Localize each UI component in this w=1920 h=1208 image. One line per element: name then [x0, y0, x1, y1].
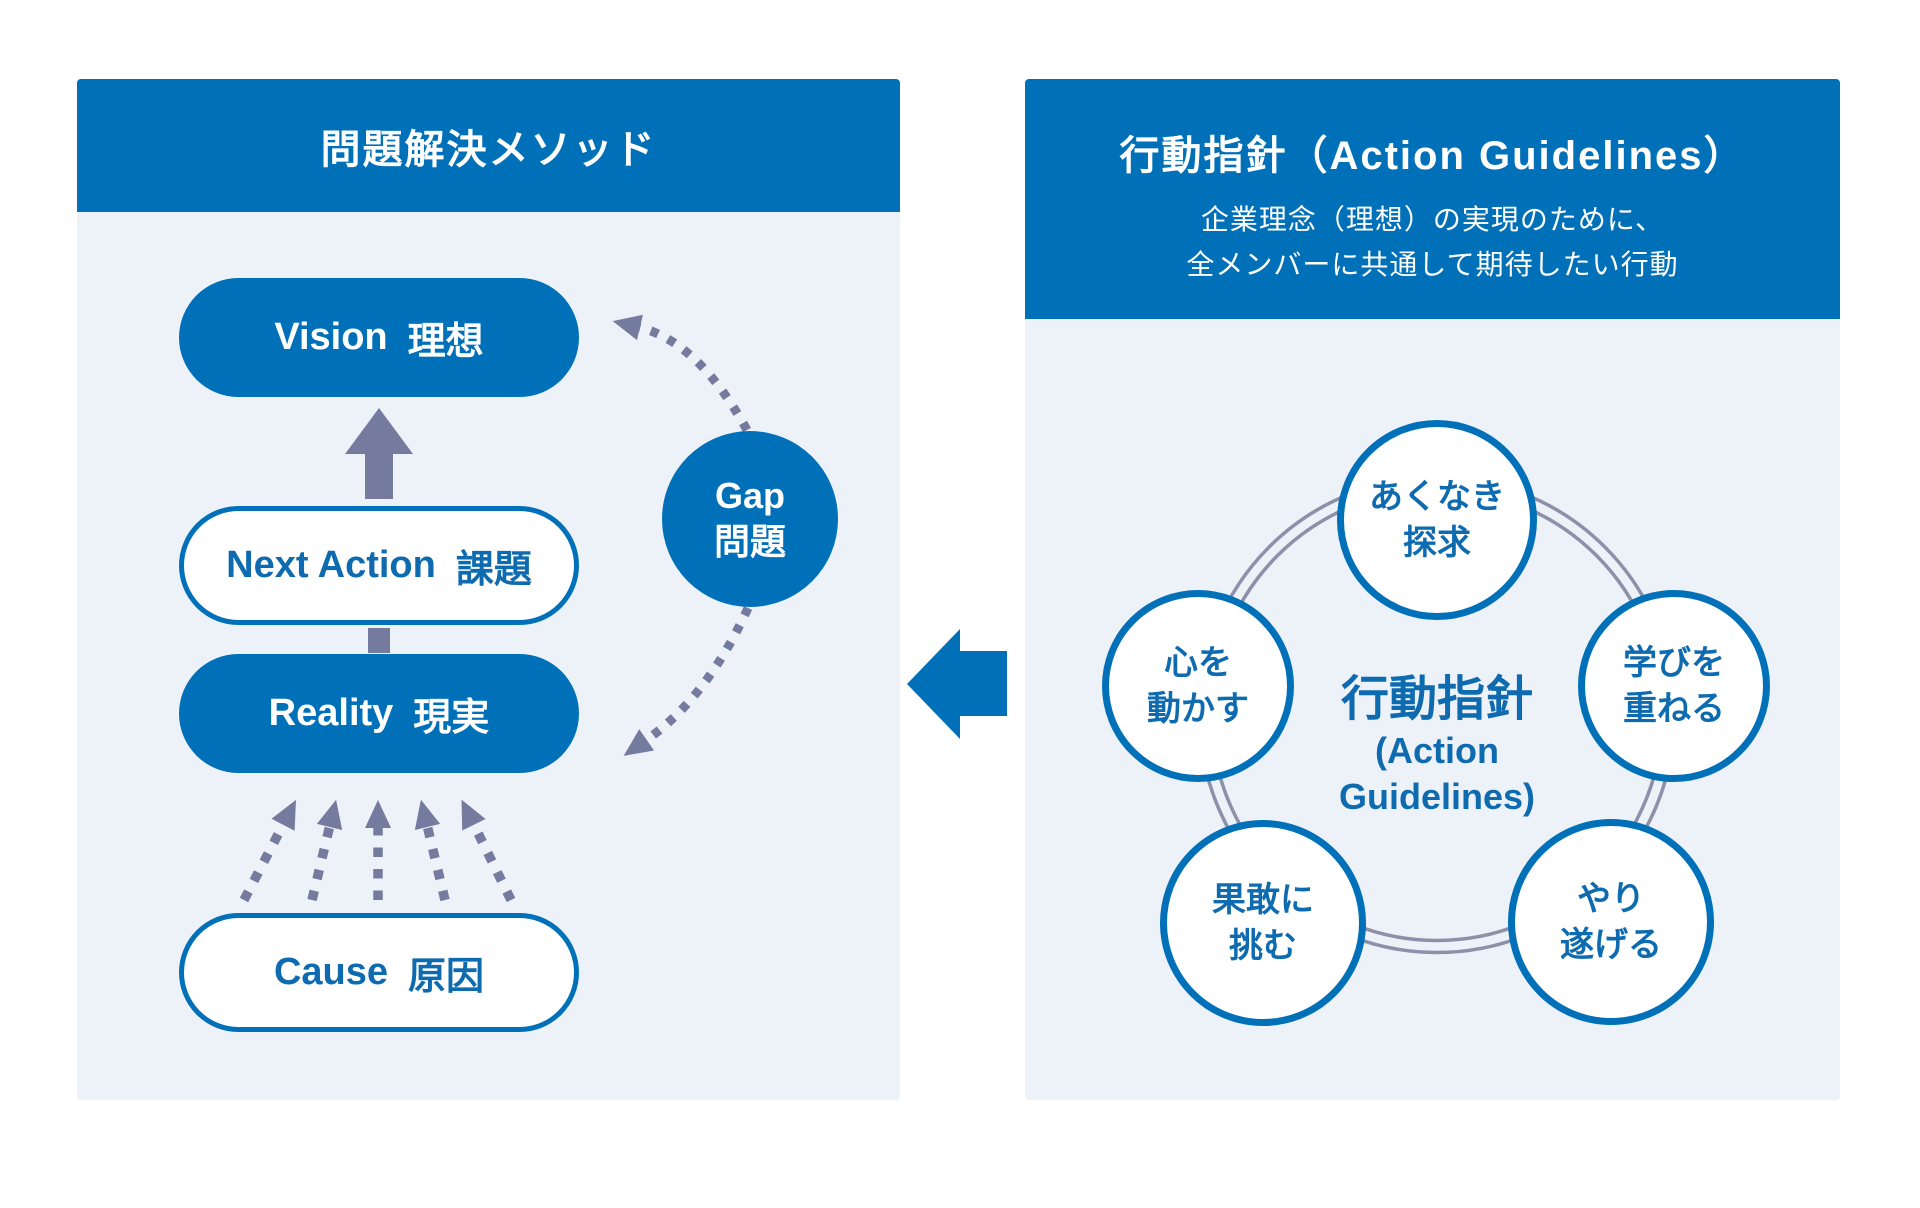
guideline-circle-learning-line1: 学びを — [1623, 644, 1725, 682]
reality-label-jp: 現実 — [413, 697, 490, 739]
vision-pill: Vision 理想 — [179, 278, 579, 397]
cause-label-jp: 原因 — [408, 956, 485, 998]
reality-pill: Reality 現実 — [179, 654, 579, 773]
left-arrow-icon — [907, 629, 1007, 739]
vision-label-en: Vision — [274, 316, 388, 358]
action-guidelines-panel-header: 行動指針（Action Guidelines） 企業理念（理想）の実現のために、… — [1025, 79, 1840, 319]
guideline-circle-accomplish: やり 遂げる — [1508, 819, 1714, 1025]
cause-pill: Cause 原因 — [179, 913, 579, 1032]
action-guidelines-subtitle: 企業理念（理想）の実現のために、 全メンバーに共通して期待したい行動 — [1025, 197, 1840, 287]
guideline-circle-pursuit: あくなき 探求 — [1337, 420, 1537, 620]
guideline-circle-challenge-line2: 挑む — [1229, 927, 1297, 965]
guideline-circle-challenge-line1: 果敢に — [1212, 881, 1314, 919]
guideline-circle-inspire-line1: 心を — [1164, 644, 1232, 682]
gap-label-jp: 問題 — [713, 521, 786, 562]
problem-solving-panel-header: 問題解決メソッド — [77, 79, 900, 212]
guideline-circle-accomplish-line2: 遂げる — [1560, 926, 1662, 964]
guideline-circle-learning-line2: 重ねる — [1623, 690, 1725, 728]
guideline-circle-accomplish-line1: やり — [1577, 880, 1645, 918]
center-label-en-2: Guidelines) — [1338, 776, 1536, 817]
problem-solving-title: 問題解決メソッド — [320, 127, 657, 172]
action-guidelines-title: 行動指針（Action Guidelines） — [1119, 134, 1746, 178]
center-label-en-1: (Action — [1375, 730, 1499, 771]
subtitle-line-1: 企業理念（理想）の実現のために、 — [1200, 204, 1665, 235]
gap-label-en: Gap — [714, 475, 785, 516]
next-action-label-en: Next Action — [226, 544, 436, 586]
guideline-circle-inspire: 心を 動かす — [1102, 590, 1294, 782]
reality-label-en: Reality — [268, 692, 394, 734]
cause-label-en: Cause — [273, 951, 389, 993]
guideline-circle-inspire-line2: 動かす — [1147, 690, 1249, 728]
vision-label-jp: 理想 — [407, 321, 484, 363]
next-action-label-jp: 課題 — [455, 549, 532, 591]
next-action-pill: Next Action 課題 — [179, 506, 579, 625]
subtitle-line-2: 全メンバーに共通して期待したい行動 — [1186, 249, 1679, 280]
guideline-circle-pursuit-line1: あくなき — [1369, 478, 1505, 516]
pentagon-center-label: 行動指針 (Action Guidelines) — [1287, 672, 1587, 820]
guideline-circle-challenge: 果敢に 挑む — [1160, 820, 1366, 1026]
guideline-circle-learning: 学びを 重ねる — [1578, 590, 1770, 782]
center-label-jp: 行動指針 — [1340, 673, 1533, 726]
gap-circle: Gap 問題 — [662, 431, 838, 607]
guideline-circle-pursuit-line2: 探求 — [1403, 524, 1471, 562]
